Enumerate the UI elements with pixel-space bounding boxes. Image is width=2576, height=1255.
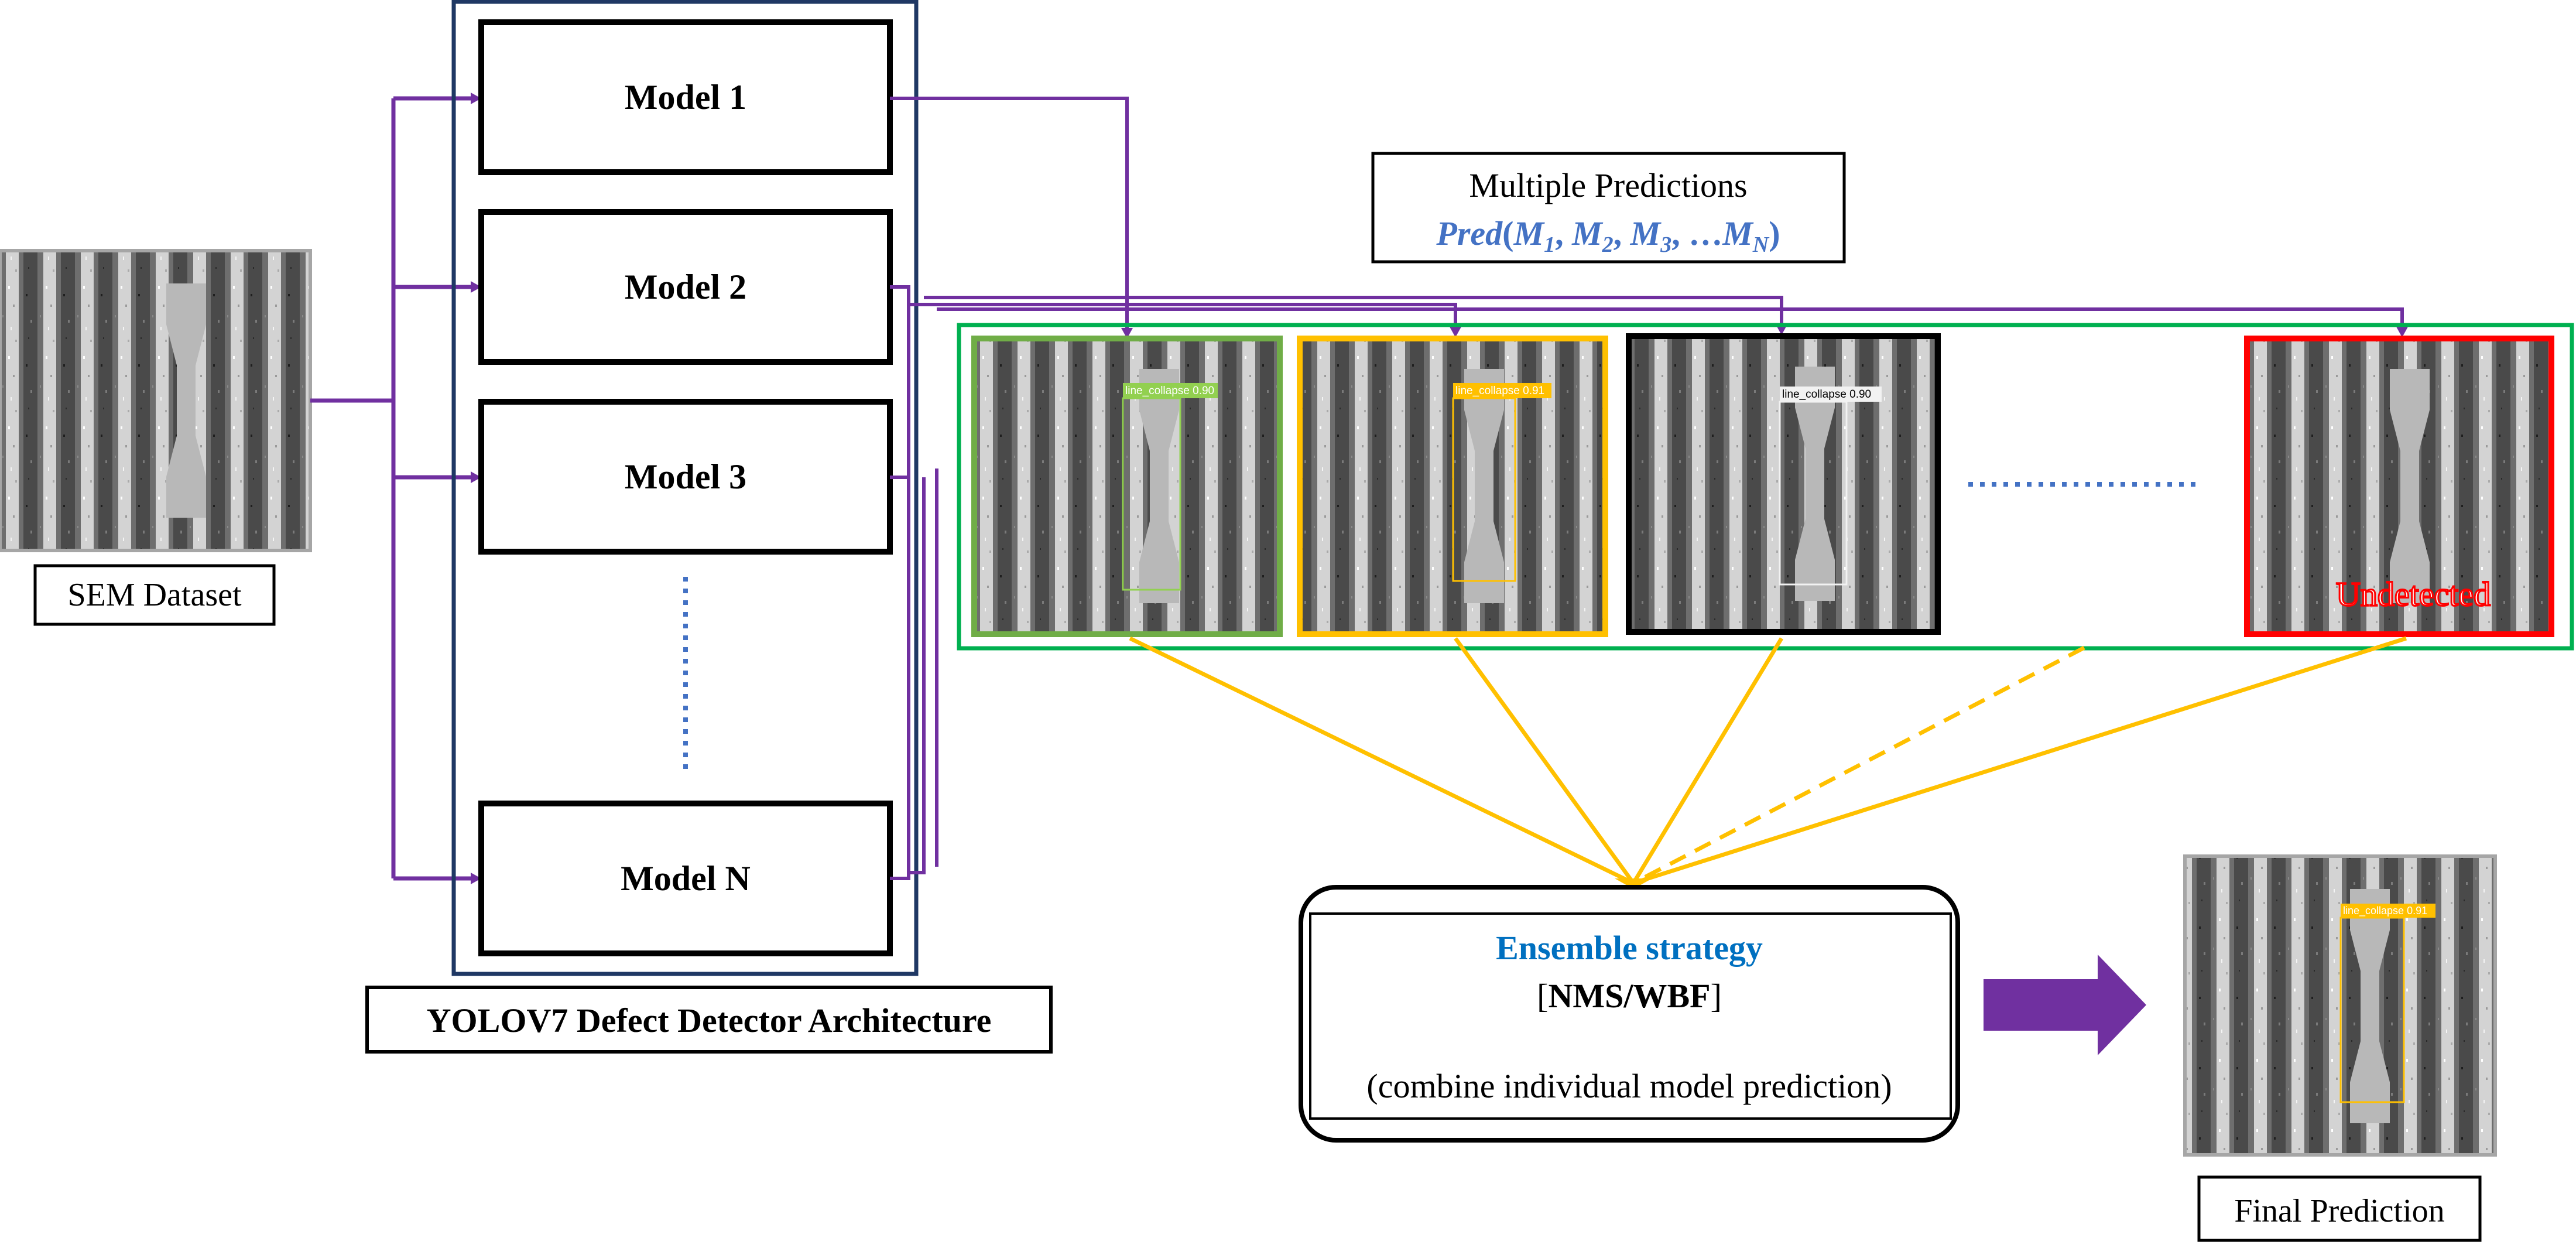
multiple-predictions-label: Multiple Predictions Pred(M1, M2, M3, …M… [1371, 152, 1846, 264]
svg-text:Model N: Model N [621, 859, 751, 898]
svg-text:line_collapse 0.91: line_collapse 0.91 [1455, 385, 1544, 397]
ensemble-method: [NMS/WBF] [1537, 977, 1722, 1015]
final-detection-tag [2341, 904, 2435, 918]
prediction-image-2: line_collapse 0.91 [1297, 336, 1608, 637]
final-prediction-label: Final Prediction [2197, 1175, 2482, 1242]
prediction-image-undetected: Undetected [2244, 336, 2554, 637]
sem-dataset-label: SEM Dataset [33, 564, 276, 626]
model-2-box: Model 2 [478, 209, 893, 365]
input-to-models-connectors [310, 96, 475, 881]
prediction-image-3: line_collapse 0.90 [1626, 333, 1941, 635]
model-3-box: Model 3 [478, 399, 893, 555]
input-connector-arrowheads [471, 93, 481, 884]
models-to-predictions-connectors [890, 97, 2404, 880]
svg-text:line_collapse 0.90: line_collapse 0.90 [1125, 385, 1214, 397]
svg-text:Multiple Predictions: Multiple Predictions [1469, 166, 1747, 204]
final-prediction-image: line_collapse 0.91 [2183, 854, 2497, 1157]
predictions-container [957, 323, 2574, 651]
undetected-label: Undetected [2336, 575, 2491, 613]
pred-formula: Pred(M1, M2, M3, …MN) [1436, 214, 1780, 257]
svg-text:line_collapse 0.90: line_collapse 0.90 [1782, 388, 1871, 401]
predictions-to-ensemble-connectors [1129, 636, 2407, 885]
svg-text:Model 1: Model 1 [625, 78, 746, 117]
detection-tag-yellow [1453, 383, 1551, 398]
detection-tag-green [1123, 383, 1218, 398]
sem-input-image [0, 251, 310, 550]
svg-text:Model 2: Model 2 [625, 268, 746, 306]
detection-tag-white [1780, 387, 1882, 402]
svg-text:SEM Dataset: SEM Dataset [67, 577, 242, 613]
svg-text:Model 3: Model 3 [625, 457, 746, 496]
ensemble-strategy-box: Ensemble strategy [NMS/WBF] (combine ind… [1299, 885, 1960, 1143]
svg-text:line_collapse 0.91: line_collapse 0.91 [2343, 905, 2427, 917]
architecture-container [451, 0, 919, 976]
ensemble-description: (combine individual model prediction) [1366, 1067, 1892, 1105]
model-1-box: Model 1 [478, 19, 893, 175]
architecture-label: YOLOV7 Defect Detector Architecture [365, 986, 1053, 1054]
ensemble-input-arrowhead [1615, 878, 1652, 889]
prediction-image-1: line_collapse 0.90 [971, 336, 1283, 637]
ensemble-title: Ensemble strategy [1496, 929, 1763, 967]
final-output-arrow [1984, 955, 2146, 1055]
model-n-box: Model N [478, 801, 893, 956]
svg-text:YOLOV7 Defect Detector Archite: YOLOV7 Defect Detector Architecture [427, 1001, 992, 1039]
svg-text:Final Prediction: Final Prediction [2234, 1193, 2444, 1229]
